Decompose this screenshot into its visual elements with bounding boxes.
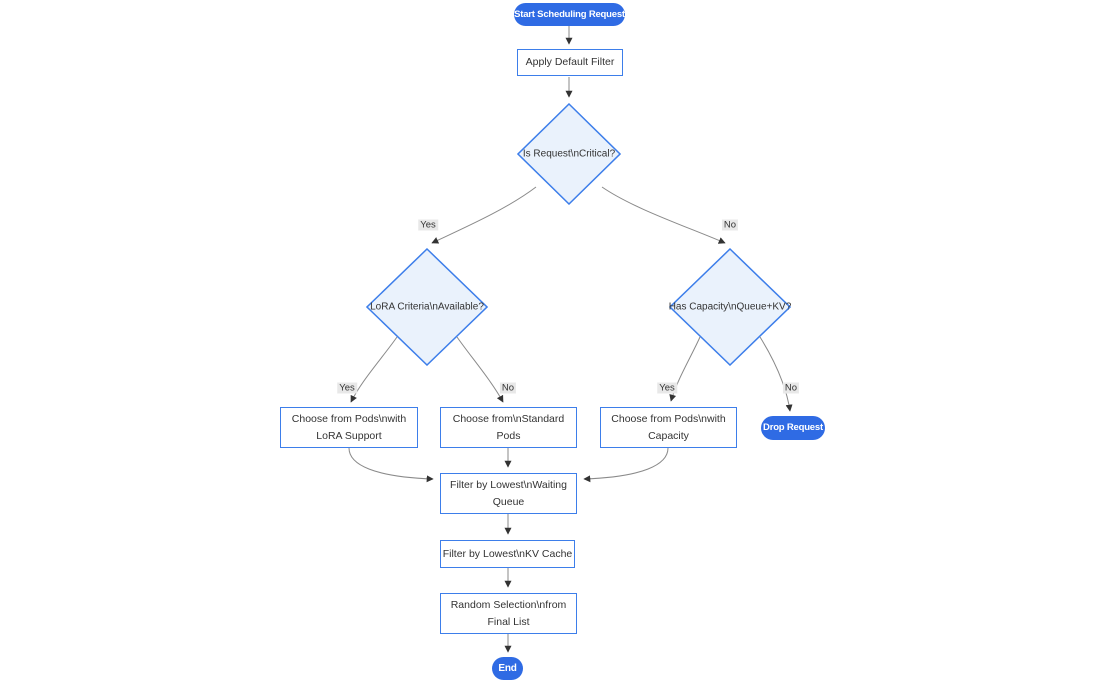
edge-lora-no (456, 336, 504, 403)
edge-choosecapacity-to-filterwaiting (583, 447, 669, 483)
edge-label-capacity-no: No (782, 382, 800, 394)
node-lora-criteria-label: LoRA Criteria\nAvailable? (370, 301, 484, 313)
edge-iscritical-yes (431, 186, 537, 244)
edge-lora-yes (350, 336, 398, 403)
decision-is-critical-shape (517, 103, 621, 205)
edge-label-critical-no: No (721, 219, 739, 231)
node-end: End (492, 657, 523, 680)
edge-label-lora-no: No (499, 382, 517, 394)
edge-capacity-yes (669, 336, 701, 402)
node-choose-standard-pods: Choose from\nStandard Pods (440, 407, 577, 448)
node-filter-waiting-queue: Filter by Lowest\nWaiting Queue (440, 473, 577, 514)
node-choose-lora-pods: Choose from Pods\nwith LoRA Support (280, 407, 418, 448)
decision-has-capacity-shape (669, 248, 791, 366)
node-is-critical-label: Is Request\nCritical? (522, 148, 616, 160)
node-filter-kv-cache: Filter by Lowest\nKV Cache (440, 540, 575, 568)
edge-chooselora-to-filterwaiting (348, 447, 434, 483)
edge-label-capacity-yes: Yes (657, 382, 677, 394)
node-has-capacity-label: Has Capacity\nQueue+KV? (668, 301, 792, 313)
node-drop-request: Drop Request (761, 416, 825, 440)
edge-label-lora-yes: Yes (337, 382, 357, 394)
node-start: Start Scheduling Request (514, 3, 625, 26)
edge-label-critical-yes: Yes (418, 219, 438, 231)
edge-capacity-no (759, 336, 793, 412)
node-choose-capacity-pods: Choose from Pods\nwith Capacity (600, 407, 737, 448)
edge-iscritical-no (601, 186, 726, 244)
node-random-selection: Random Selection\nfrom Final List (440, 593, 577, 634)
decision-lora-criteria-shape (366, 248, 488, 366)
node-apply-default-filter: Apply Default Filter (517, 49, 623, 76)
